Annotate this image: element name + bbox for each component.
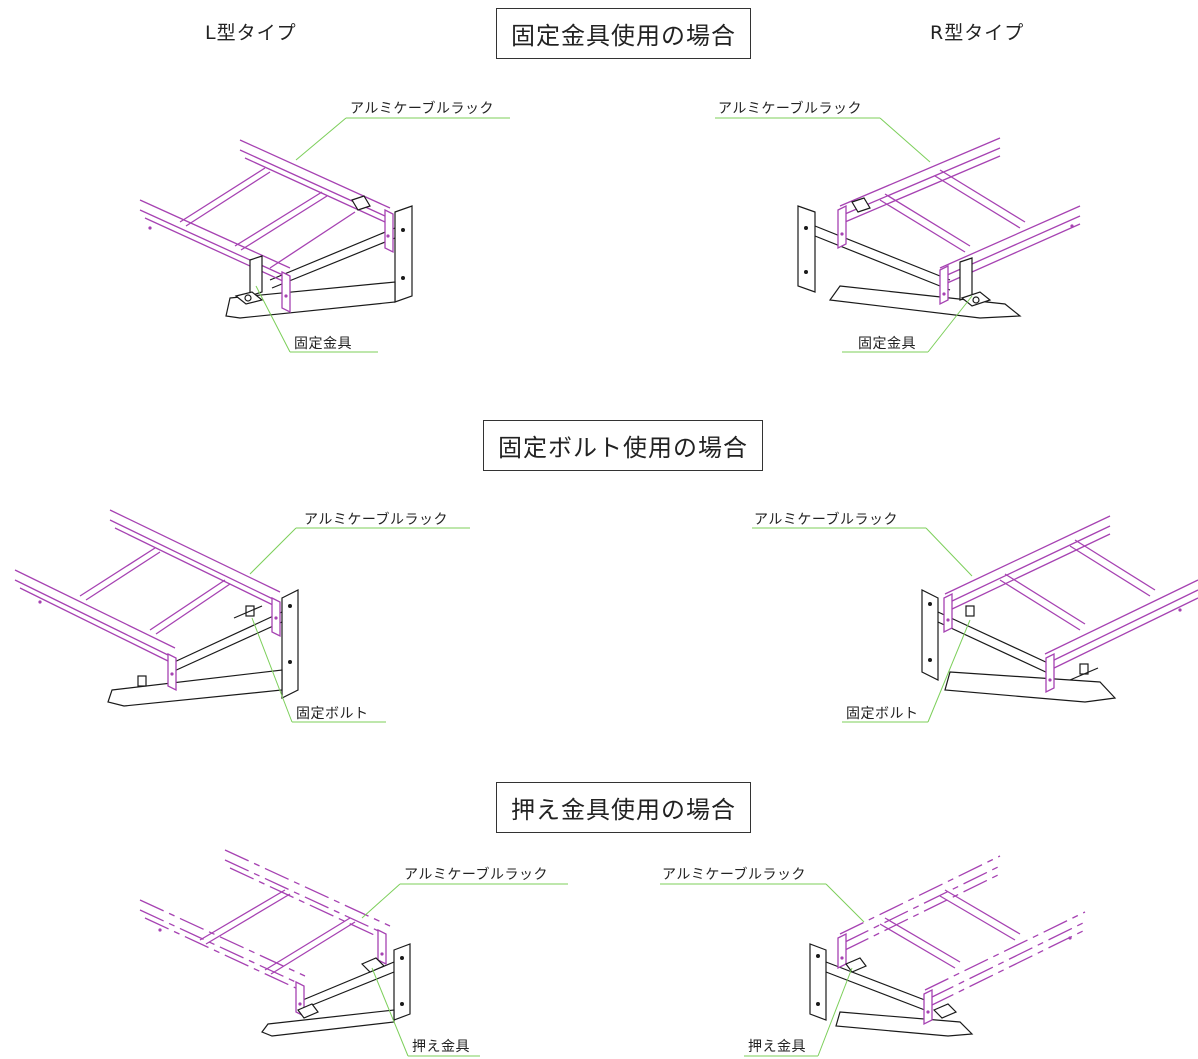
label-part-s1-right: 固定金具 (858, 336, 916, 352)
leader-part-s2-right (927, 619, 971, 723)
rack-assembly-s1-left (139, 139, 413, 319)
label-part-s1-left: 固定金具 (294, 336, 352, 352)
label-part-s3-right: 押え金具 (748, 1039, 806, 1055)
rack-assembly-s2-right (921, 515, 1198, 703)
leader-part-s1-left (255, 285, 291, 353)
section-title-fixing-bolt: 固定ボルト使用の場合 (483, 420, 763, 471)
label-rack-s3-right: アルミケーブルラック (662, 867, 807, 883)
label-rack-s1-left: アルミケーブルラック (350, 101, 495, 117)
rack-assembly-s3-left (139, 849, 411, 1037)
l-type-label: L型タイプ (205, 22, 297, 44)
label-part-s3-left: 押え金具 (412, 1039, 470, 1055)
rack-assembly-s1-right (797, 137, 1081, 319)
r-type-label: R型タイプ (930, 22, 1025, 44)
leader-part-s3-right (817, 967, 853, 1057)
label-part-s2-left: 固定ボルト (296, 706, 369, 722)
label-rack-s2-left: アルミケーブルラック (304, 512, 449, 528)
rack-assembly-s3-right (809, 855, 1086, 1037)
leader-rack-s2-left (249, 527, 297, 575)
rack-assembly-s2-left (14, 509, 299, 707)
leader-rack-s3-left (361, 883, 401, 919)
label-rack-s1-right: アルミケーブルラック (718, 101, 863, 117)
leader-part-s3-left (371, 967, 409, 1057)
label-rack-s2-right: アルミケーブルラック (754, 512, 899, 528)
leader-rack-s1-left (295, 117, 347, 161)
label-rack-s3-left: アルミケーブルラック (404, 867, 549, 883)
leader-part-s2-left (251, 617, 293, 723)
leader-part-s1-right (927, 295, 973, 353)
label-part-s2-right: 固定ボルト (846, 706, 919, 722)
leader-rack-s2-right (925, 527, 973, 577)
section-title-fixing-bracket: 固定金具使用の場合 (496, 8, 751, 59)
leader-rack-s1-right (879, 117, 931, 163)
leader-rack-s3-right (825, 883, 865, 923)
section-title-holding-bracket: 押え金具使用の場合 (496, 782, 751, 833)
